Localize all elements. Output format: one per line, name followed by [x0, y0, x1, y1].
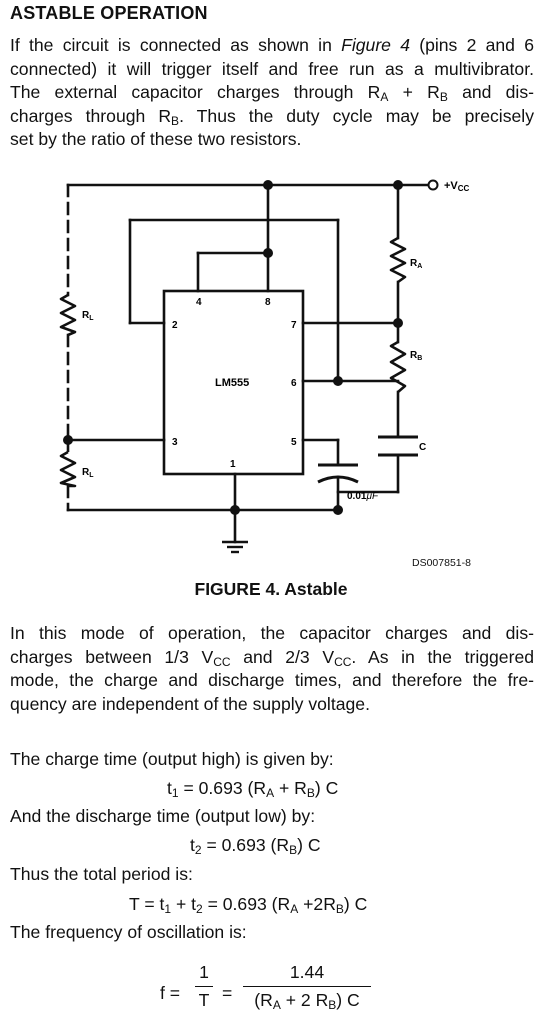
svg-text:RL: RL	[82, 310, 94, 322]
freq-fraction-1: 1 T	[195, 962, 213, 1011]
section-heading: ASTABLE OPERATION	[10, 3, 208, 23]
paragraph-line: charges between 1/3 VCC and 2/3 VCC. As …	[10, 646, 535, 669]
ic-label: LM555	[215, 377, 249, 389]
freq-den-2: (RA + 2 RB) C	[254, 990, 360, 1012]
pin-6-label: 6	[291, 378, 297, 389]
svg-text:+VCC: +VCC	[444, 180, 470, 193]
svg-text:RA: RA	[410, 258, 422, 270]
paragraph-line: connected) it will trigger itself and fr…	[10, 58, 534, 79]
figure-code: DS007851-8	[412, 557, 471, 569]
vcc-sub: CC	[458, 184, 470, 193]
freq-num-1: 1	[199, 962, 209, 982]
figure-caption: FIGURE 4. Astable	[194, 579, 348, 599]
rl-top-sub: L	[89, 315, 94, 322]
freq-den-1: T	[198, 990, 210, 1010]
paragraph-line: quency are independent of the supply vol…	[10, 693, 370, 714]
freq-num-2: 1.44	[289, 962, 325, 982]
pin-4-label: 4	[196, 297, 202, 308]
vcc-label: +V	[444, 180, 458, 192]
rb-label: R	[410, 350, 418, 361]
rl-bottom-sub: L	[89, 472, 94, 479]
c2-value: 0.01	[347, 491, 367, 502]
paragraph-line: In this mode of operation, the capacitor…	[10, 623, 534, 643]
pin-7-label: 7	[291, 320, 297, 331]
paragraph-line: The external capacitor charges through R…	[10, 82, 534, 104]
equation-t1: t1 = 0.693 (RA + RB) C	[167, 778, 339, 800]
mode-paragraph: In this mode of operation, the capacitor…	[10, 622, 534, 716]
total-period-intro: Thus the total period is:	[10, 864, 193, 884]
freq-fraction-2: 1.44 (RA + 2 RB) C	[243, 962, 371, 1011]
astable-circuit-diagram: +VCC LM555 4 8 2 7 6 3 5 1 RA RB RL RL C…	[59, 179, 470, 554]
paragraph-line: charges through RB. Thus the duty cycle …	[10, 105, 534, 128]
rb-sub: B	[417, 355, 422, 362]
ra-label: R	[410, 258, 418, 269]
freq-lhs: f =	[160, 983, 181, 1003]
rl-bottom-label: R	[82, 467, 90, 478]
paragraph-line: set by the ratio of these two resistors.	[10, 129, 302, 149]
svg-text:RL: RL	[82, 467, 94, 479]
pin-8-label: 8	[265, 297, 271, 308]
freq-equals: =	[222, 983, 233, 1003]
paragraph-line: If the circuit is connected as shown in …	[10, 35, 534, 55]
frequency-intro: The frequency of oscillation is:	[10, 922, 247, 942]
charge-time-intro: The charge time (output high) is given b…	[10, 749, 334, 769]
discharge-time-intro: And the discharge time (output low) by:	[10, 806, 316, 826]
paragraph-line: mode, the charge and discharge times, an…	[10, 670, 534, 690]
c-label: C	[419, 442, 426, 453]
pin-1-label: 1	[230, 459, 236, 470]
svg-text:0.01μF: 0.01μF	[347, 491, 379, 502]
c2-unit: μF	[365, 491, 378, 502]
equation-period: T = t1 + t2 = 0.693 (RA +2RB) C	[129, 894, 368, 916]
pin-2-label: 2	[172, 320, 178, 331]
intro-paragraph: If the circuit is connected as shown in …	[10, 34, 534, 152]
svg-text:RB: RB	[410, 350, 422, 362]
pin-3-label: 3	[172, 437, 178, 448]
pin-5-label: 5	[291, 437, 297, 448]
rl-top-label: R	[82, 310, 90, 321]
ra-sub: A	[417, 263, 422, 270]
equation-t2: t2 = 0.693 (RB) C	[190, 835, 321, 857]
